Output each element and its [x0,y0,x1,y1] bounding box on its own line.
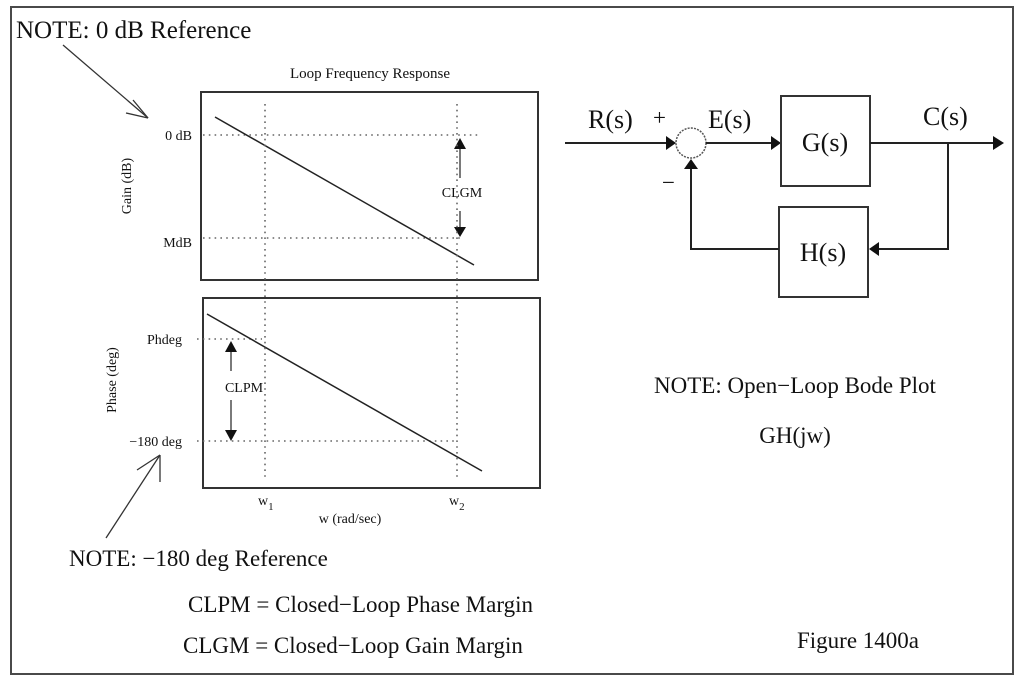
error-arrowhead [771,136,781,150]
error-label: E(s) [708,105,751,134]
clpm-arrow [225,341,237,441]
phase-curve [206,313,483,472]
note-minus180-reference: NOTE: −180 deg Reference [69,546,328,571]
forward-block [780,95,871,187]
gain-curve [214,116,475,266]
figure-label: Figure 1400a [797,628,919,653]
block-diagram [565,95,1004,298]
bode-title: Loop Frequency Response [290,66,450,82]
feedback-branch-wire [878,143,949,250]
clgm-label: CLGM [442,186,483,201]
output-label: C(s) [923,102,968,131]
input-label: R(s) [588,105,633,134]
note-open-loop-bode: NOTE: Open−Loop Bode Plot [654,373,937,398]
feedback-arrowhead [869,242,879,256]
note-minus180-arrow [105,454,161,539]
clgm-definition: CLGM = Closed−Loop Gain Margin [183,633,523,658]
note-0db-reference: NOTE: 0 dB Reference [16,17,251,44]
gain-plot-box [200,91,539,281]
w2-label: w2 [449,494,465,513]
note-gh-jw: GH(jw) [759,423,831,448]
summing-junction [675,127,707,159]
gain-ref-0db: 0 dB [165,129,192,144]
phase-ref-phdeg: Phdeg [147,333,182,348]
x-axis-label: w (rad/sec) [319,512,382,527]
input-arrowhead [666,136,676,150]
gain-ref-mdb: MdB [163,236,192,251]
forward-block-label: G(s) [802,128,848,157]
w1-label: w1 [258,494,274,513]
feedback-block-label: H(s) [800,238,846,267]
output-arrowhead [993,136,1004,150]
gain-axis-label: Gain (dB) [120,157,135,214]
feedback-block [778,206,869,298]
plus-sign: + [653,105,666,130]
phase-axis-label: Phase (deg) [105,347,120,413]
clgm-arrow [454,138,466,237]
phase-plot-box [202,297,541,489]
minus-sign: − [662,170,675,195]
clpm-label: CLPM [225,381,264,396]
summing-feedback-arrowhead [684,159,698,169]
figure-frame [10,6,1014,675]
note-0db-arrow [62,44,149,119]
phase-ref-minus180: −180 deg [129,435,182,450]
clpm-definition: CLPM = Closed−Loop Phase Margin [188,592,533,617]
feedback-return-wire [690,168,779,250]
